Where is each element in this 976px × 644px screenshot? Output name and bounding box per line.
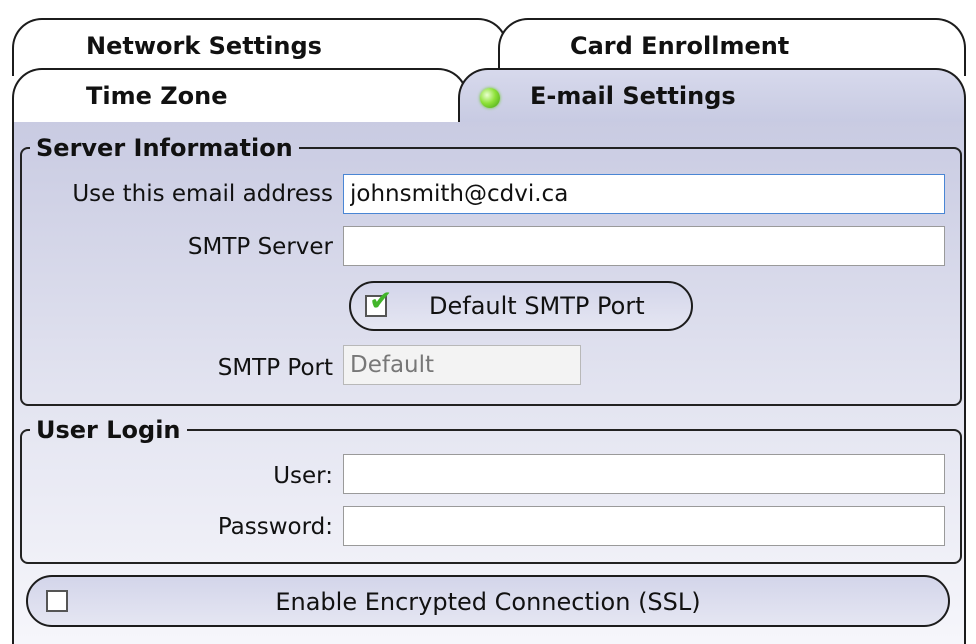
- smtp-server-label: SMTP Server: [187, 234, 333, 260]
- enable-ssl-label: Enable Encrypted Connection (SSL): [275, 588, 701, 616]
- password-input[interactable]: [343, 506, 945, 546]
- user-login-title: User Login: [36, 416, 181, 444]
- smtp-server-input[interactable]: [343, 226, 945, 266]
- smtp-port-label: SMTP Port: [217, 355, 333, 381]
- tab-time-zone-label: Time Zone: [86, 82, 228, 110]
- default-smtp-port-toggle[interactable]: ✔ Default SMTP Port: [349, 281, 693, 331]
- server-information-title: Server Information: [36, 134, 293, 162]
- default-smtp-port-checkbox[interactable]: ✔: [365, 287, 392, 317]
- server-information-group: Server Information: [20, 134, 962, 406]
- password-label: Password:: [217, 514, 333, 540]
- checkmark-icon: ✔: [369, 284, 393, 317]
- smtp-port-input: [343, 345, 581, 385]
- user-label: User:: [273, 463, 333, 489]
- active-indicator-icon: [480, 88, 500, 108]
- default-smtp-port-label: Default SMTP Port: [429, 292, 645, 320]
- tab-time-zone[interactable]: Time Zone: [12, 68, 468, 124]
- tab-network-settings-label: Network Settings: [86, 32, 322, 60]
- email-address-label: Use this email address: [72, 181, 333, 207]
- user-login-group: User Login: [20, 416, 962, 564]
- tab-card-enrollment[interactable]: Card Enrollment: [498, 18, 966, 76]
- email-address-input[interactable]: [343, 174, 945, 214]
- tab-email-settings[interactable]: E-mail Settings: [458, 68, 966, 124]
- tab-email-settings-label: E-mail Settings: [530, 82, 736, 110]
- user-input[interactable]: [343, 454, 945, 494]
- tab-network-settings[interactable]: Network Settings: [12, 18, 508, 76]
- ssl-checkbox[interactable]: [46, 590, 68, 612]
- tab-card-enrollment-label: Card Enrollment: [570, 32, 790, 60]
- enable-ssl-toggle[interactable]: Enable Encrypted Connection (SSL): [26, 575, 950, 627]
